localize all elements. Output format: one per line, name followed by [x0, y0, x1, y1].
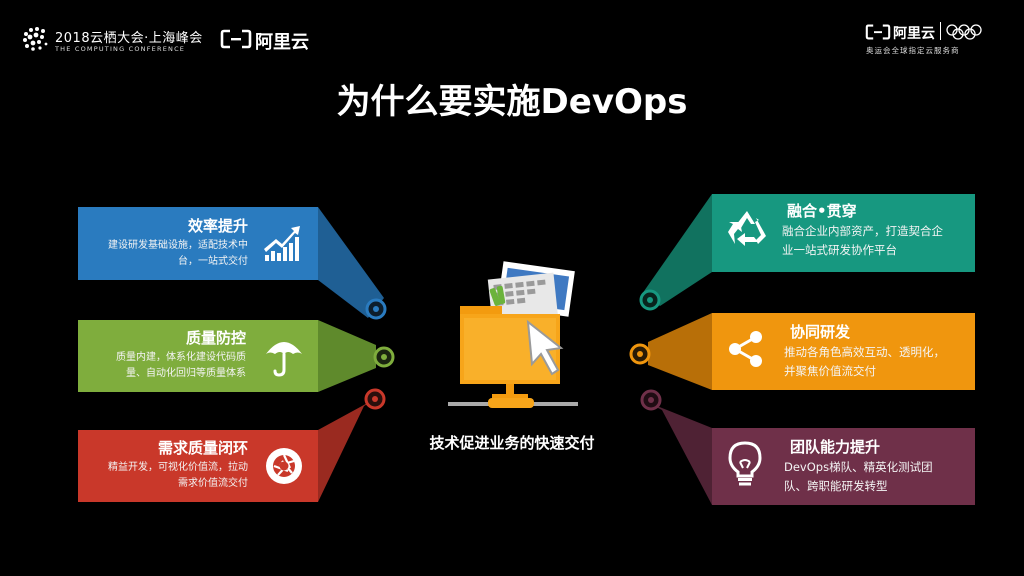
- panel-description: 建设研发基础设施，适配技术中台，一站式交付: [108, 240, 248, 267]
- panel-title: 融合•贯穿: [787, 202, 857, 220]
- panel-collaboration: 协同研发 推动各角色高效互动、透明化，并聚焦价值流交付: [712, 313, 975, 390]
- recycle-icon: [728, 211, 766, 246]
- panel-description: DevOps梯队、精英化测试团队、跨职能研发转型: [784, 460, 933, 493]
- panel-requirement-loop: 需求质量闭环 精益开发，可视化价值流，拉动需求价值流交付: [78, 430, 318, 502]
- logo-divider: [940, 22, 941, 40]
- aliyun-logo-icon: [220, 29, 252, 49]
- brand-name: 阿里云: [255, 32, 309, 53]
- growth-chart-icon: [264, 226, 300, 261]
- panel-efficiency: 效率提升 建设研发基础设施，适配技术中台，一站式交付: [78, 207, 318, 280]
- event-title: 2018云栖大会·上海峰会: [55, 31, 203, 46]
- sponsor-subtitle: 奥运会全球指定云服务商: [866, 46, 960, 55]
- page-title: 为什么要实施DevOps: [336, 82, 688, 122]
- umbrella-icon: [266, 342, 302, 377]
- panel-title: 效率提升: [187, 217, 248, 235]
- panel-quality-control: 质量防控 质量内建，体系化建设代码质量、自动化回归等质量体系: [78, 320, 318, 392]
- aperture-icon: [266, 448, 302, 484]
- folder-monitor-icon: [448, 261, 578, 408]
- panel-description: 融合企业内部资产，打造契合企业一站式研发协作平台: [782, 224, 943, 257]
- panel-title: 质量防控: [185, 329, 246, 347]
- panel-description: 质量内建，体系化建设代码质量、自动化回归等质量体系: [116, 352, 246, 379]
- center-caption: 技术促进业务的快速交付: [429, 434, 595, 452]
- panel-team-capability: 团队能力提升 DevOps梯队、精英化测试团队、跨职能研发转型: [712, 428, 975, 505]
- panel-description: 精益开发，可视化价值流，拉动需求价值流交付: [108, 462, 248, 489]
- conference-logo-icon: [23, 27, 48, 51]
- lightbulb-icon: [728, 441, 762, 486]
- panel-title: 需求质量闭环: [157, 439, 248, 457]
- panel-integration: 融合•贯穿 融合企业内部资产，打造契合企业一站式研发协作平台: [712, 194, 975, 272]
- event-subtitle: THE COMPUTING CONFERENCE: [55, 45, 186, 53]
- aliyun-sponsor-logo-icon: [865, 24, 891, 40]
- panel-title: 协同研发: [790, 323, 851, 341]
- panel-description: 推动各角色高效互动、透明化，并聚焦价值流交付: [784, 345, 945, 378]
- share-icon: [729, 331, 762, 367]
- olympic-rings-icon: [946, 24, 982, 40]
- panel-title: 团队能力提升: [790, 438, 881, 456]
- sponsor-brand-name: 阿里云: [893, 26, 935, 42]
